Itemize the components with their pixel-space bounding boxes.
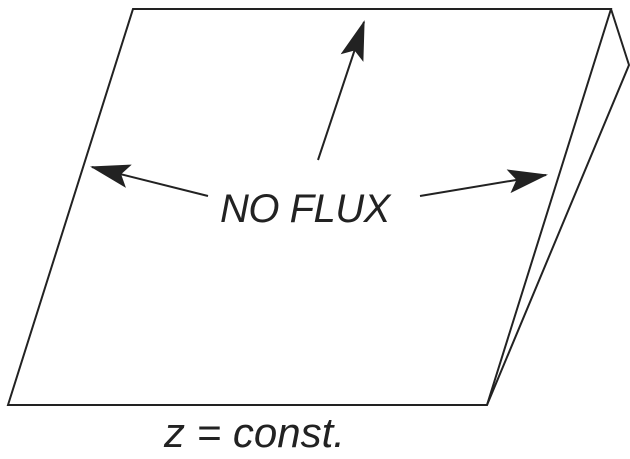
arrow-up [317,20,365,161]
no-flux-label: NO FLUX [220,187,390,231]
arrow-right [419,169,548,197]
side-face [486,8,630,406]
arrow-left [90,164,209,197]
z-const-label: z = const. [164,409,345,456]
